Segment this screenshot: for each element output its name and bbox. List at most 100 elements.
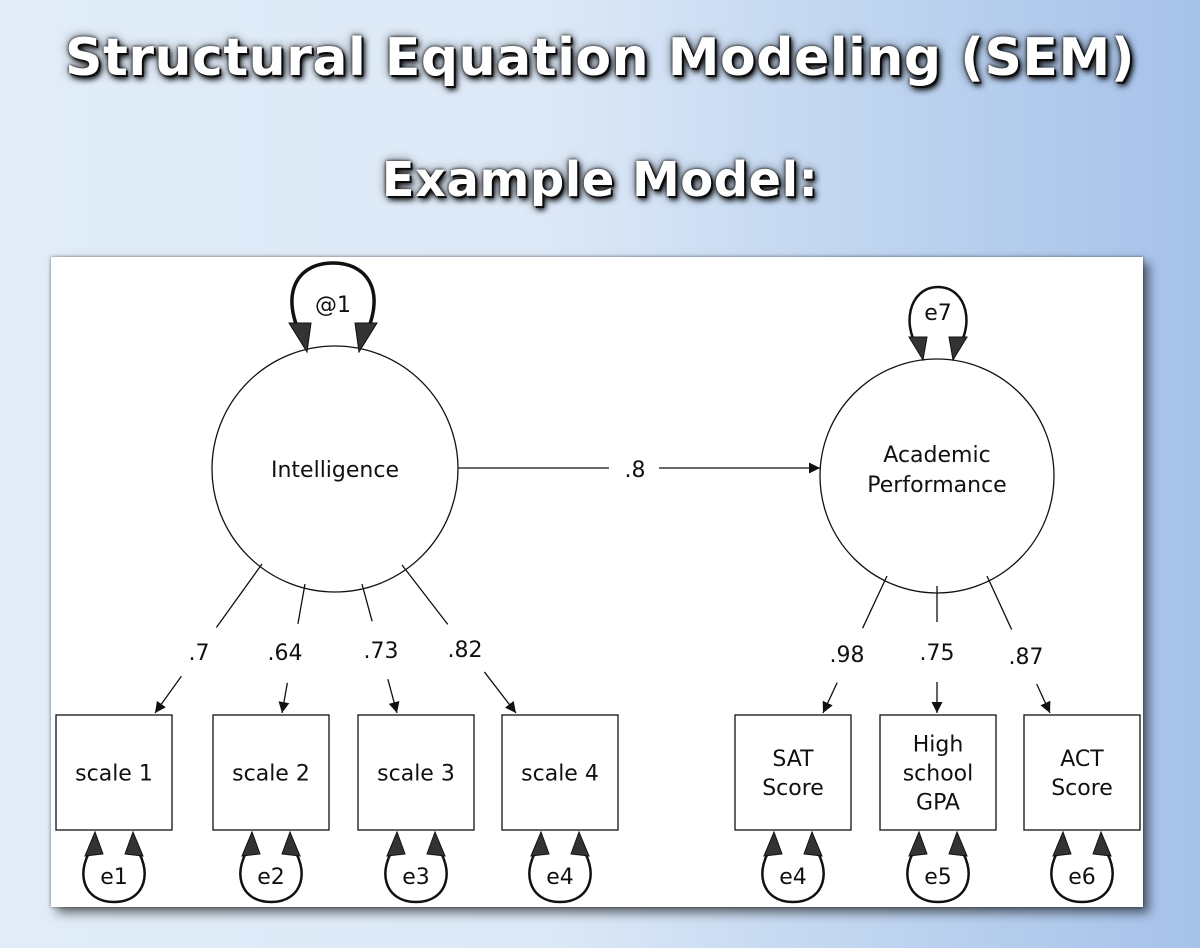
error-loop-curve [761,843,825,904]
loading-arrow [483,671,517,714]
error-label-2: e2 [257,865,285,890]
error-loop-curve [384,843,448,904]
loading-path-4: .82 [401,564,517,714]
sem-diagram-panel: Intelligence Academic Performance @1 e7 … [51,257,1143,907]
loading-line [215,563,263,628]
error-loop-7: e6 [1050,830,1114,904]
indicator-2: scale 2 [212,714,330,831]
indicator-label: Score [1051,776,1113,801]
loading-arrow [387,679,400,714]
loading-path-3: .73 [361,583,400,714]
error-arrowhead [803,830,823,857]
error-loop-curve [239,843,303,904]
indicator-box [357,714,475,831]
path-coefficient-label: .8 [625,458,646,483]
loading-line [297,583,306,624]
latent-intelligence-circle [211,345,459,593]
loading-path-5: .98 [822,575,888,714]
indicator-label: scale 3 [377,762,455,787]
loading-arrow [822,682,838,714]
error-arrowhead [908,830,928,857]
error-arrowhead [84,830,104,857]
loading-label-5: .98 [830,643,865,668]
indicator-box [212,714,330,831]
loading-line [361,583,373,622]
indicator-label: GPA [916,791,960,816]
error-arrowhead [426,830,446,857]
variance-loop-intelligence: @1 [288,261,378,354]
latent-intelligence-label: Intelligence [271,458,399,483]
loading-label-6: .75 [920,641,955,666]
latent-academic-label-line1: Academic [883,443,990,468]
indicator-label: scale 1 [75,762,153,787]
indicator-box [734,714,852,831]
latent-intelligence: Intelligence [211,345,459,593]
indicator-label: scale 4 [521,762,599,787]
loading-label-3: .73 [364,639,399,664]
error-loop-academic: e7 [908,285,968,362]
error-arrowhead [570,830,590,857]
indicator-1: scale 1 [55,714,173,831]
indicator-3: scale 3 [357,714,475,831]
error-label-4: e4 [546,865,574,890]
error-label-7: e6 [1068,865,1096,890]
error-label-1: e1 [100,865,128,890]
error-loop-1: e1 [82,830,146,904]
loading-line [862,575,888,629]
loading-path-7: .87 [986,575,1051,714]
indicator-label: Score [762,776,824,801]
indicator-4: scale 4 [501,714,619,831]
structural-path: .8 [458,458,820,483]
error-arrowhead [124,830,144,857]
latent-academic-label-line2: Performance [867,473,1006,498]
loading-path-6: .75 [920,586,955,713]
loadings-layer: .7 .64 .73 .82 .98 .75 .87 [154,563,1051,714]
error-arrowhead [1092,830,1112,857]
error-label-6: e5 [924,865,952,890]
indicator-box [55,714,173,831]
loading-arrow [1036,683,1051,714]
page-subtitle: Example Model: [381,152,819,208]
page-title: Structural Equation Modeling (SEM) [65,28,1135,88]
loading-arrow [278,682,290,714]
error-loop-curve [528,843,592,904]
error-arrowhead [763,830,783,857]
error-loop-6: e5 [906,830,970,904]
loading-label-7: .87 [1009,645,1044,670]
error-loop-curve [1050,843,1114,904]
indicator-label: High [913,733,964,758]
indicator-box [1023,714,1141,831]
sem-diagram: Intelligence Academic Performance @1 e7 … [55,261,1141,904]
error-loop-5: e4 [761,830,825,904]
error-arrowhead [241,830,261,857]
error-arrowhead [281,830,301,857]
variance-label: @1 [315,293,351,318]
error-loop-2: e2 [239,830,303,904]
indicator-5: SAT Score [734,714,852,831]
latent-academic-performance: Academic Performance [819,358,1055,594]
error-label-3: e3 [402,865,430,890]
indicator-box [879,714,997,831]
error-arrowhead [948,830,968,857]
error-loop-4: e4 [528,830,592,904]
indicator-box [501,714,619,831]
loading-label-2: .64 [268,641,303,666]
loading-line [986,575,1013,630]
loading-path-1: .7 [154,563,263,714]
loading-arrow [154,675,182,714]
loading-label-4: .82 [448,638,483,663]
indicator-label: scale 2 [232,762,310,787]
error-arrowhead [530,830,550,857]
loading-line [401,564,449,625]
loading-label-1: .7 [189,641,210,666]
indicator-label: SAT [772,747,814,772]
error-e7-label: e7 [924,301,952,326]
error-loop-curve [82,843,146,904]
loading-path-2: .64 [268,583,306,714]
error-label-5: e4 [779,865,807,890]
error-loop-curve [906,843,970,904]
indicator-label: school [903,762,974,787]
error-arrowhead [1052,830,1072,857]
